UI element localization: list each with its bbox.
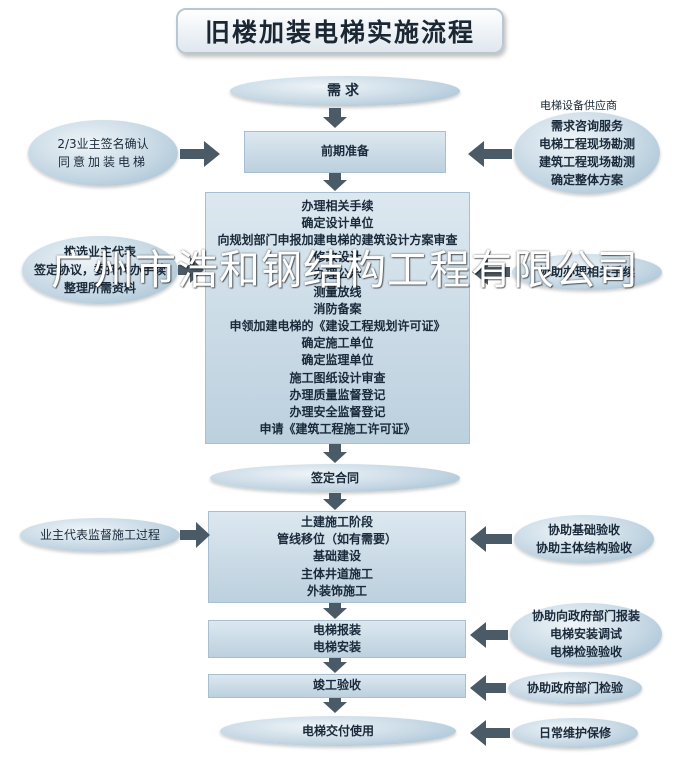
procedure-item: 办理相关手续 <box>301 198 374 213</box>
procedure-item: 施工图纸设计审查 <box>289 370 386 385</box>
company-watermark: 广州市浩和钢结构工程有限公司 <box>51 246 639 294</box>
construction-box: 土建施工阶段 管线移位（如有需要） 基础建设 主体井道施工 外装饰施工 <box>208 511 466 603</box>
construction-item: 管线移位（如有需要） <box>276 532 397 547</box>
procedure-item: 向规划部门申报加建电梯的建筑设计方案审查 <box>217 232 458 247</box>
arrow-right-icon <box>180 141 220 167</box>
owners-consent-node: 2/3业主签名确认 同意加装电梯 <box>28 120 178 186</box>
supervise-label: 业主代表监督施工过程 <box>39 528 160 542</box>
procedure-item: 办理质量监督登记 <box>289 387 386 402</box>
construction-item: 外装饰施工 <box>306 583 367 598</box>
arrow-left-icon <box>472 259 510 285</box>
arrow-down-icon <box>323 180 347 191</box>
procedure-item: 申领加建电梯的《建设工程规划许可证》 <box>229 319 446 333</box>
procedures-box: 办理相关手续 确定设计单位 向规划部门申报加建电梯的建筑设计方案审查 修改设计 … <box>205 192 470 444</box>
supplier-label: 电梯设备供应商 <box>540 99 617 112</box>
assist-procedures-node: 协助办理相关手续 <box>512 254 662 290</box>
construction-item: 土建施工阶段 <box>300 514 373 529</box>
supervise-node: 业主代表监督施工过程 <box>20 518 180 552</box>
owners-rep-line: 签定协议，委托代办手续 <box>33 263 166 277</box>
preparation-box: 前期准备 <box>244 131 446 173</box>
maintenance-label: 日常维护保修 <box>538 726 611 740</box>
assist-install-item: 协助向政府部门报装 <box>531 609 640 623</box>
procedure-item: 确定监理单位 <box>301 353 374 368</box>
procedure-item: 申请《建筑工程施工许可证》 <box>259 422 416 437</box>
contract-node: 签定合同 <box>210 464 460 492</box>
arrow-right-icon <box>178 257 204 283</box>
arrow-down-icon <box>323 499 347 510</box>
delivery-label: 电梯交付使用 <box>301 724 374 738</box>
installation-item: 电梯报装 <box>312 622 361 637</box>
arrow-left-icon <box>470 720 510 746</box>
arrow-down-icon <box>323 662 347 673</box>
owners-consent-line: 同意加装电梯 <box>57 155 148 169</box>
owners-consent-line: 2/3业主签名确认 <box>57 137 149 151</box>
assist-inspection-item: 协助主体结构验收 <box>535 541 632 555</box>
assist-procedures-label: 协助办理相关手续 <box>538 265 635 279</box>
procedure-item: 消防备案 <box>313 301 362 316</box>
assist-inspection-item: 协助基础验收 <box>547 523 620 537</box>
arrow-down-icon <box>329 698 341 702</box>
demand-node: 需求 <box>230 76 460 106</box>
supplier-services-node: 需求咨询服务 电梯工程现场勘测 建筑工程现场勘测 确定整体方案 <box>514 112 660 194</box>
supplier-service-item: 需求咨询服务 <box>550 119 623 133</box>
procedure-item: 修改设计 <box>313 250 362 265</box>
assist-gov-node: 协助政府部门检验 <box>508 672 642 704</box>
arrow-down-icon <box>329 108 341 117</box>
owners-rep-line: 整理所需资料 <box>63 281 136 295</box>
owners-rep-node: 推选业主代表 签定协议，委托代办手续 整理所需资料 <box>22 236 178 304</box>
arrow-down-icon <box>329 173 341 180</box>
procedure-item: 测量放线 <box>313 284 362 299</box>
assist-install-node: 协助向政府部门报装 电梯安装调试 电梯检验验收 <box>510 603 662 665</box>
owners-rep-line: 推选业主代表 <box>63 245 136 259</box>
arrow-left-icon <box>468 141 512 167</box>
arrow-left-icon <box>470 622 508 648</box>
arrow-left-icon <box>470 526 512 552</box>
construction-item: 主体井道施工 <box>300 566 373 581</box>
assist-install-item: 电梯安装调试 <box>549 627 622 641</box>
arrow-down-icon <box>323 452 347 463</box>
assist-install-item: 电梯检验验收 <box>549 645 622 659</box>
arrow-down-icon <box>329 493 341 499</box>
assist-gov-label: 协助政府部门检验 <box>526 681 623 695</box>
procedure-item: 办理安全监督登记 <box>289 405 386 420</box>
supplier-service-item: 建筑工程现场勘测 <box>538 155 635 169</box>
delivery-node: 电梯交付使用 <box>220 716 456 746</box>
arrow-right-icon <box>180 522 210 548</box>
acceptance-label: 竣工验收 <box>312 678 361 693</box>
arrow-down-icon <box>329 603 341 608</box>
page-title: 旧楼加装电梯实施流程 <box>176 8 504 54</box>
maintenance-node: 日常维护保修 <box>512 718 638 748</box>
arrow-down-icon <box>323 702 347 713</box>
arrow-down-icon <box>329 658 341 662</box>
preparation-label: 前期准备 <box>320 144 369 159</box>
arrow-left-icon <box>470 675 506 701</box>
procedure-item: 办理公示 <box>313 267 362 282</box>
construction-item: 基础建设 <box>312 549 361 564</box>
installation-box: 电梯报装 电梯安装 <box>208 620 466 658</box>
arrow-down-icon <box>329 444 341 452</box>
assist-inspection-node: 协助基础验收 协助主体结构验收 <box>514 515 654 563</box>
supplier-service-item: 电梯工程现场勘测 <box>538 137 635 151</box>
supplier-service-item: 确定整体方案 <box>550 173 623 187</box>
procedure-item: 确定施工单位 <box>301 336 374 351</box>
contract-label: 签定合同 <box>310 471 359 485</box>
demand-label: 需求 <box>327 83 363 99</box>
arrow-down-icon <box>323 117 347 128</box>
acceptance-box: 竣工验收 <box>208 674 466 698</box>
procedure-item: 确定设计单位 <box>301 215 374 230</box>
installation-item: 电梯安装 <box>312 640 361 654</box>
arrow-down-icon <box>323 608 347 619</box>
